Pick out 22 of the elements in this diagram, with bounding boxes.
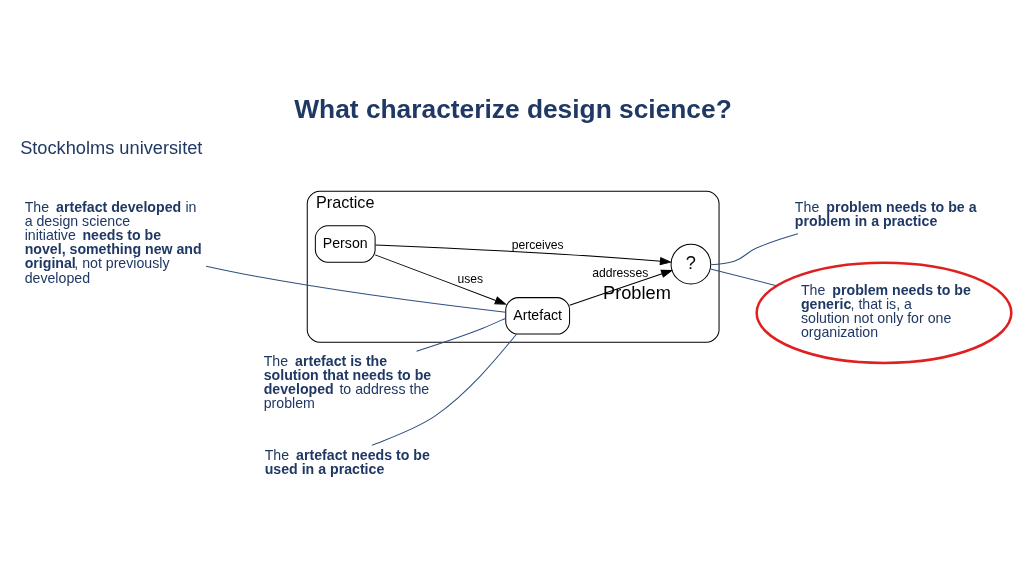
edge-label: perceives (511, 237, 564, 252)
connector (416, 317, 507, 352)
arrow (374, 254, 507, 305)
node-box: Person (314, 225, 376, 263)
node-box: Artefact (505, 297, 571, 335)
node-text: The problem needs to be a problem in a practice (794, 198, 977, 229)
node-ellipse: The problem needs to be generic, that is, a solution not only for one organization (755, 261, 1013, 365)
node-label: Problem (602, 281, 671, 303)
edge-label: addresses (592, 265, 649, 280)
node-text: The artefact needs to be used in a practice (264, 446, 430, 478)
diagram-title: What characterize design science? (294, 94, 732, 125)
edge-label: uses (457, 272, 484, 287)
node-text: The artefact is the solution that needs to be developed to address the problem (263, 352, 432, 412)
connector (710, 268, 777, 287)
connector (205, 265, 507, 313)
node-text: The artefact developed in a design science initiative needs to be novel, something new and original, not previously developed (24, 198, 202, 286)
arrow (374, 244, 673, 266)
connector (710, 233, 799, 266)
connector (371, 333, 517, 446)
label: Stockholms universitet (20, 137, 203, 159)
node-circle: ? (670, 243, 712, 285)
arrow (569, 269, 674, 306)
